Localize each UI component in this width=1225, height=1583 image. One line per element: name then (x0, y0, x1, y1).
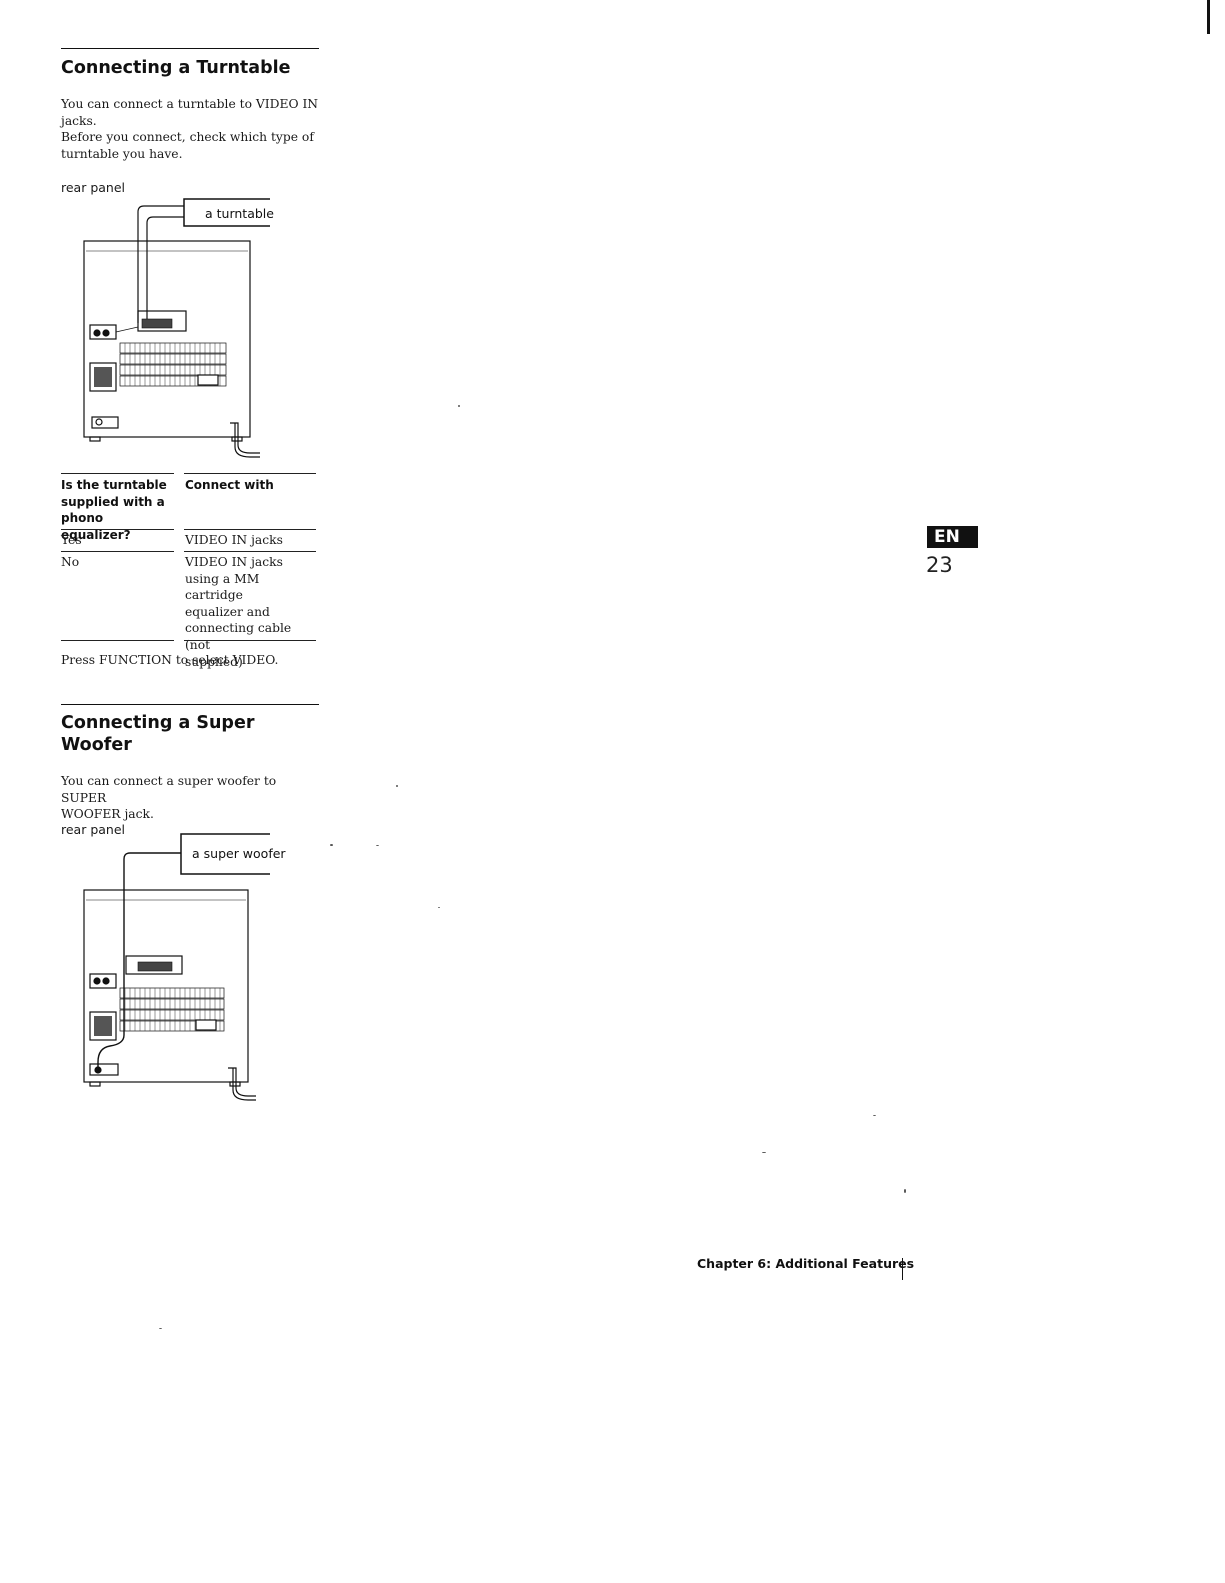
table-cell-answer: No (61, 555, 80, 569)
footer-divider (902, 1258, 903, 1280)
header-line: phono equalizer? (61, 511, 131, 542)
scan-speck (873, 1115, 876, 1116)
table-cell-answer: Yes (61, 533, 82, 547)
table-top-rule (184, 473, 316, 474)
scan-speck (904, 1189, 906, 1193)
woofer-rear-panel-diagram (83, 833, 270, 1101)
woofer-intro: You can connect a super woofer to SUPER … (61, 773, 319, 823)
table-bottom-rule (184, 640, 316, 641)
woofer-heading-line: Connecting a Super (61, 713, 255, 733)
turntable-intro-line: jacks. (61, 113, 97, 128)
turntable-function-note: Press FUNCTION to select VIDEO. (61, 653, 279, 667)
chapter-footer: Chapter 6: Additional Features (697, 1256, 915, 1271)
woofer-cable (97, 852, 181, 1070)
scan-speck (396, 785, 398, 787)
scan-speck (438, 907, 440, 908)
scan-speck (458, 405, 460, 407)
language-tab: EN (927, 526, 978, 548)
table-cell-connect: VIDEO IN jacks using a MM cartridge equa… (185, 554, 320, 670)
table-row-rule (61, 551, 174, 552)
header-line: Is the turntable (61, 478, 167, 492)
audio-cable-right (146, 216, 184, 323)
connect-line: connecting cable (not (185, 621, 292, 652)
table-cell-connect: VIDEO IN jacks (185, 533, 283, 547)
table-header-rule (184, 529, 316, 530)
woofer-intro-line: You can connect a super woofer to SUPER (61, 774, 277, 805)
connect-line: equalizer and (185, 604, 270, 619)
woofer-device-box (180, 833, 270, 875)
table-header-phono-equalizer: Is the turntable supplied with a phono e… (61, 477, 176, 543)
woofer-intro-line: WOOFER jack. (61, 807, 154, 822)
turntable-rear-panel-diagram (83, 198, 270, 458)
table-header-rule (61, 529, 174, 530)
turntable-device-box (183, 198, 270, 227)
scan-speck (159, 1328, 162, 1329)
woofer-heading-line: Woofer (61, 735, 132, 755)
turntable-device-label: a turntable (205, 206, 274, 221)
turntable-heading: Connecting a Turntable (61, 58, 291, 78)
page-number: 23 (926, 553, 953, 577)
section-rule-woofer (61, 704, 319, 705)
turntable-diagram-caption: rear panel (61, 180, 126, 195)
scan-speck (376, 845, 379, 846)
woofer-device-label: a super woofer (192, 846, 286, 861)
header-line: supplied with a (61, 494, 165, 509)
woofer-diagram-caption: rear panel (61, 822, 126, 837)
woofer-heading: Connecting a Super Woofer (61, 712, 321, 756)
page-edge-mark (1207, 0, 1210, 34)
turntable-intro-line: Before you connect, check which type of (61, 130, 314, 145)
section-rule-turntable (61, 48, 319, 49)
scan-speck (762, 1152, 766, 1153)
turntable-intro-line: turntable you have. (61, 146, 183, 161)
scan-speck (330, 844, 333, 846)
table-row-rule (184, 551, 316, 552)
connect-line: VIDEO IN jacks (185, 555, 283, 569)
cabinet-outline (83, 889, 249, 1083)
connect-line: using a MM cartridge (185, 571, 260, 603)
table-bottom-rule (61, 640, 174, 641)
cabinet-outline (83, 240, 251, 438)
table-header-connect-with: Connect with (185, 478, 274, 492)
audio-cable-left (137, 205, 184, 323)
table-top-rule (61, 473, 174, 474)
connect-line: supplied) (185, 654, 243, 669)
turntable-intro-line: You can connect a turntable to VIDEO IN (61, 97, 319, 111)
turntable-intro: You can connect a turntable to VIDEO IN … (61, 96, 319, 162)
